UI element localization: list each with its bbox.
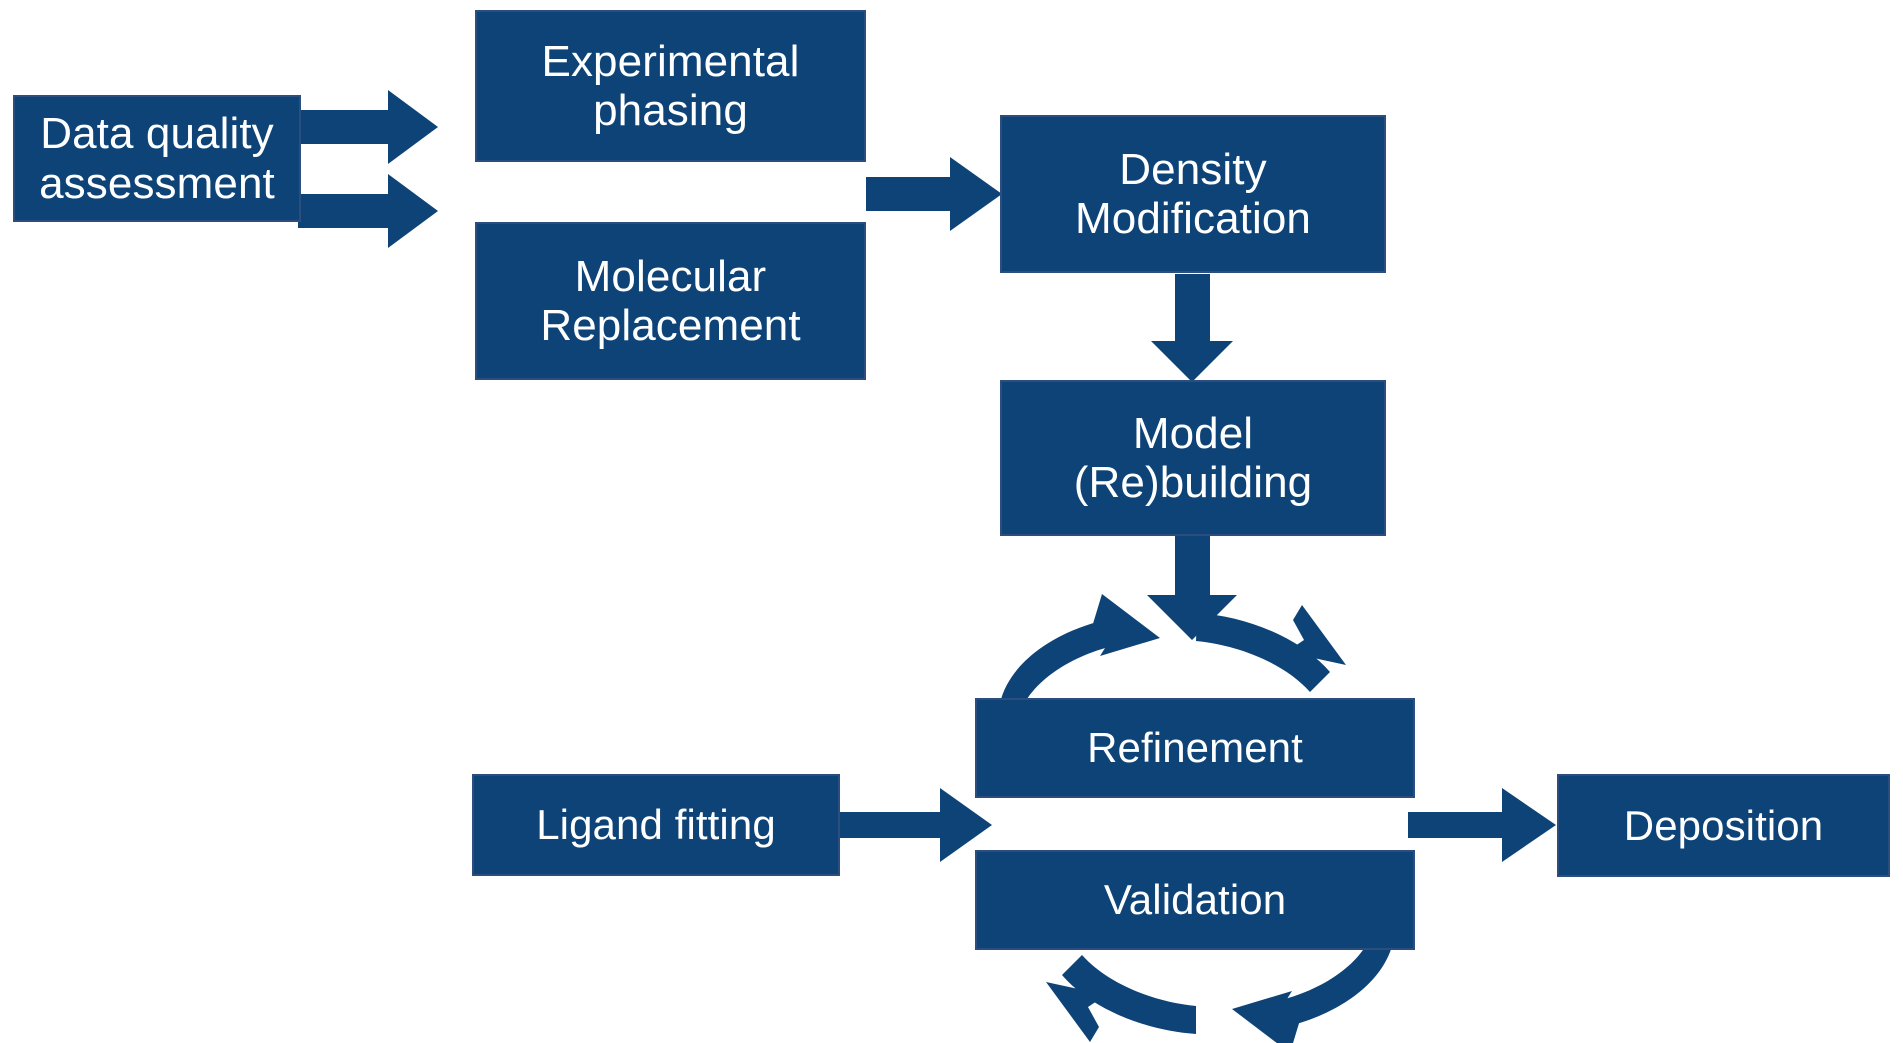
arrow-phasing-to-density-mod [866, 157, 1002, 231]
node-label: Refinement [1087, 724, 1303, 772]
node-refinement[interactable]: Refinement [975, 698, 1415, 798]
node-label: Ligand fitting [536, 801, 776, 849]
cycle-arrowhead-top-left [1092, 594, 1160, 656]
node-validation[interactable]: Validation [975, 850, 1415, 950]
node-label: Density Modification [1075, 144, 1311, 243]
node-label: Molecular Replacement [540, 251, 801, 350]
node-density-modification[interactable]: Density Modification [1000, 115, 1386, 273]
node-data-quality-assessment[interactable]: Data quality assessment [13, 95, 301, 222]
cycle-arc-top-left [1000, 619, 1118, 716]
arrow-data-quality-to-mol-replacement [298, 174, 438, 248]
node-label: Experimental phasing [541, 36, 800, 135]
arrow-ligand-fitting-to-cycle [840, 788, 992, 862]
node-label: Deposition [1623, 801, 1824, 849]
node-experimental-phasing[interactable]: Experimental phasing [475, 10, 866, 162]
cycle-arc-bottom-left [1062, 955, 1196, 1034]
node-ligand-fitting[interactable]: Ligand fitting [472, 774, 840, 876]
node-label: Validation [1103, 876, 1287, 924]
cycle-arrowhead-top-right [1286, 605, 1346, 665]
cycle-arrowhead-bottom-left [1046, 982, 1106, 1042]
cycle-center-gap [993, 800, 1397, 848]
arrow-data-quality-to-exp-phasing [298, 90, 438, 164]
node-molecular-replacement[interactable]: Molecular Replacement [475, 222, 866, 380]
cycle-arc-top-right [1196, 613, 1330, 692]
cycle-arrowhead-bottom-right [1232, 991, 1300, 1043]
node-label: Model (Re)building [1073, 408, 1313, 507]
arrow-model-rebuilding-to-cycle [1147, 536, 1237, 640]
arrow-density-mod-to-model-rebuilding [1151, 274, 1233, 382]
node-model-rebuilding[interactable]: Model (Re)building [1000, 380, 1386, 536]
node-label: Data quality assessment [39, 109, 275, 208]
node-deposition[interactable]: Deposition [1557, 774, 1890, 877]
cycle-arc-bottom-right [1272, 932, 1392, 1028]
arrow-cycle-to-deposition [1408, 788, 1556, 862]
